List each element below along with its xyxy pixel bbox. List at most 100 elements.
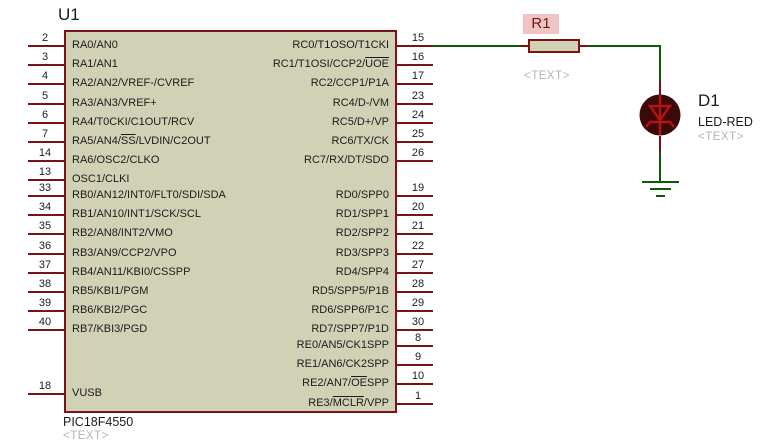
pin-label: RB7/KBI3/PGD [72,323,148,336]
led-anode-lead [659,81,661,95]
pin-number: 24 [411,108,425,121]
ic-body[interactable] [64,30,397,413]
pin-label: RA5/AN4/SS/LVDIN/C2OUT [72,135,211,147]
pin-stub[interactable] [397,383,433,386]
pin-number: 3 [41,51,49,64]
pin-number: 29 [411,297,425,310]
ic-part-label: PIC18F4550 [63,415,134,429]
pin-label: RC4/D-/VM [332,96,389,109]
pin-number: 15 [411,32,425,44]
pin-number: 13 [38,166,52,179]
pin-label: RD7/SPP7/P1D [311,323,389,336]
pin-stub[interactable] [397,271,433,274]
pin-stub[interactable] [397,364,433,367]
pin-number: 18 [38,380,52,392]
pin-label: RC6/TX/CK [331,135,389,147]
pin-stub[interactable] [28,214,64,217]
pin-stub[interactable] [397,102,433,105]
wire-pin15-to-resistor[interactable] [433,45,520,47]
pin-number: 2 [41,32,49,44]
ic-text-placeholder[interactable]: <TEXT> [63,430,109,442]
resistor-body[interactable] [528,39,580,53]
pin-stub[interactable] [397,291,433,293]
pin-stub[interactable] [397,195,433,197]
pin-label: RD6/SPP6/P1C [311,304,389,317]
pin-stub[interactable] [28,45,64,47]
pin-label: RD2/SPP2 [335,227,389,240]
pin-stub[interactable] [28,271,64,274]
pin-label: RC1/T1OSI/CCP2/UOE [272,58,389,71]
pin-number: 8 [414,332,422,344]
pin-label: RA2/AN2/VREF-/CVREF [72,77,195,90]
pin-number: 28 [411,278,425,290]
pin-stub[interactable] [397,141,433,143]
pin-number: 21 [411,220,425,233]
led-symbol[interactable] [639,94,681,136]
pin-stub[interactable] [28,64,64,67]
pin-stub[interactable] [397,121,433,124]
pin-stub[interactable] [28,252,64,255]
pin-number: 22 [411,239,425,252]
pin-stub[interactable] [397,252,433,255]
pin-stub[interactable] [397,160,433,163]
pin-label: RC0/T1OSO/T1CKI [292,39,389,51]
pin-stub[interactable] [28,393,64,395]
pin-stub[interactable] [397,45,433,47]
pin-label: RA1/AN1 [72,58,118,71]
pin-number: 9 [414,351,422,364]
pin-stub[interactable] [28,83,64,86]
resistor-left-lead [520,45,528,47]
pin-stub[interactable] [28,291,64,293]
pin-label: RA3/AN3/VREF+ [72,96,157,109]
pin-number: 36 [38,239,52,252]
pin-stub[interactable] [397,402,433,405]
pin-stub[interactable] [397,310,433,313]
pin-stub[interactable] [28,179,64,182]
pin-stub[interactable] [397,214,433,217]
pin-label: RB4/AN11/KBI0/CSSPP [72,265,191,278]
pin-stub[interactable] [28,141,64,143]
pin-number: 14 [38,147,52,160]
pin-label: RA4/T0CKI/C1OUT/RCV [72,115,195,128]
pin-stub[interactable] [28,160,64,163]
pin-number: 37 [38,258,52,271]
pin-stub[interactable] [28,102,64,105]
pin-number: 20 [411,201,425,214]
ic-reference-label[interactable]: U1 [58,5,80,24]
wire-led-to-ground[interactable] [659,152,661,182]
pin-label: RD0/SPP0 [335,189,389,201]
pin-label: VUSB [72,387,102,399]
pin-number: 34 [38,201,52,214]
pin-label: RB3/AN9/CCP2/VPO [72,246,177,259]
pin-stub[interactable] [28,195,64,197]
pin-number: 5 [41,89,49,102]
pin-label: RC7/RX/DT/SDO [304,154,389,167]
pin-number: 40 [38,316,52,329]
pin-label: RE3/MCLR/VPP [308,396,389,409]
pin-stub[interactable] [397,83,433,86]
resistor-text-placeholder[interactable]: <TEXT> [524,70,570,82]
pin-label: OSC1/CLKI [72,173,130,186]
pin-number: 10 [411,370,425,383]
resistor-reference-label[interactable]: R1 [523,14,559,34]
pin-number: 33 [38,182,52,194]
pin-stub[interactable] [28,233,64,236]
wire-resistor-to-corner[interactable] [588,45,661,47]
pin-stub[interactable] [397,64,433,67]
pin-stub[interactable] [28,121,64,124]
pin-stub[interactable] [28,329,64,332]
pin-number: 16 [411,51,425,64]
pin-stub[interactable] [28,310,64,313]
pin-label: RA6/OSC2/CLKO [72,154,160,167]
ground-line-middle [650,188,671,190]
led-reference-label[interactable]: D1 [698,91,720,110]
led-text-placeholder[interactable]: <TEXT> [698,131,744,143]
pin-stub[interactable] [397,329,433,332]
pin-stub[interactable] [397,233,433,236]
wire-corner-to-led[interactable] [659,45,661,81]
pin-stub[interactable] [397,345,433,347]
led-part-label: LED-RED [698,115,753,129]
pin-number: 4 [41,70,49,83]
pin-label: RD3/SPP3 [335,246,389,259]
